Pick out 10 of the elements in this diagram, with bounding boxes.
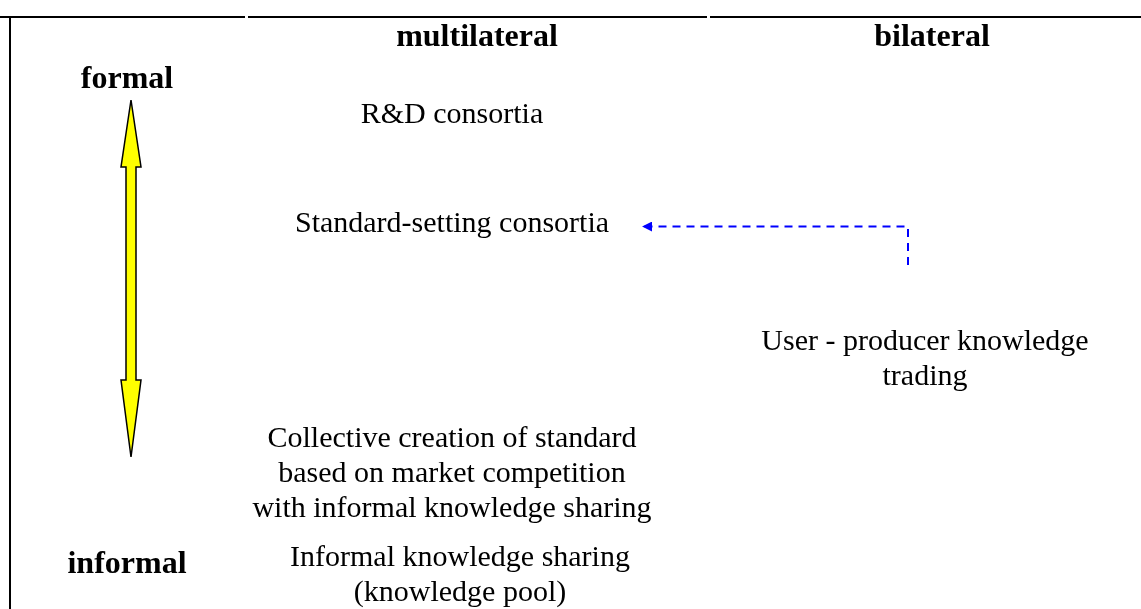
- arrow: [642, 221, 909, 266]
- category-text: R&D consortia: [360, 95, 544, 130]
- axis-heading: bilateral: [873, 18, 991, 53]
- category-text: Informal knowledge sharing (knowledge pool): [280, 538, 640, 608]
- axis-heading: informal: [66, 545, 188, 580]
- axis-heading: formal: [79, 60, 175, 95]
- category-text: User - producer knowledge trading: [735, 322, 1115, 392]
- category-text: Collective creation of standard based on market competition with informal knowledge sharing: [252, 419, 652, 524]
- axis-heading: multilateral: [395, 18, 559, 53]
- category-text: Standard-setting consortia: [294, 204, 610, 239]
